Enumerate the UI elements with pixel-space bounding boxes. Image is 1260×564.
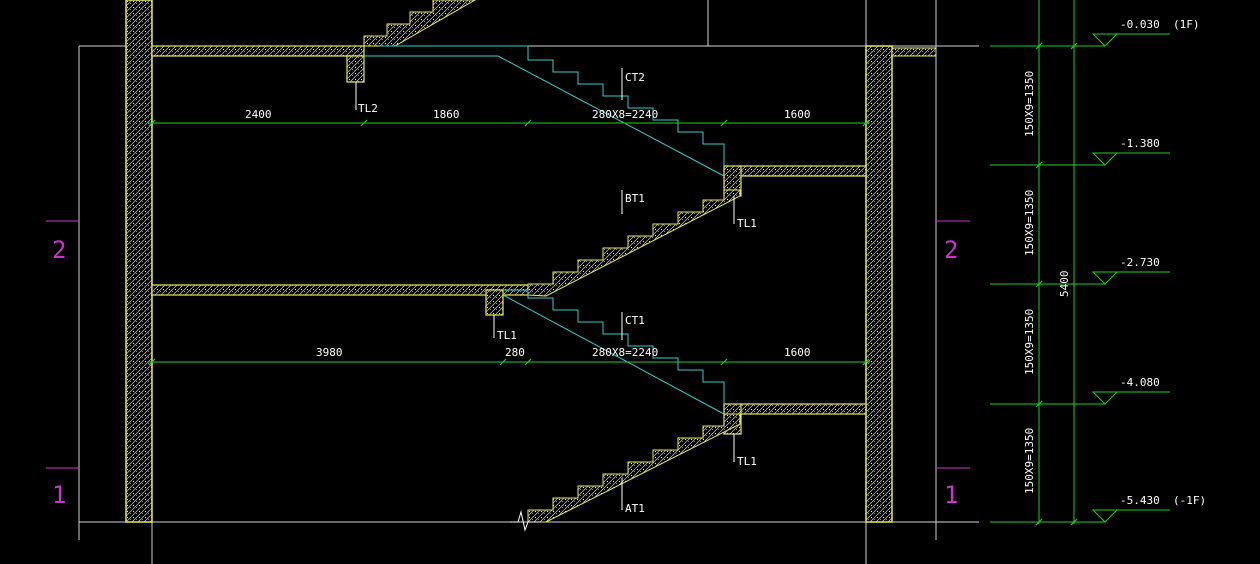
left-wall <box>125 0 153 523</box>
elevation-5-value: -5.430 <box>1120 494 1160 507</box>
reference-lines <box>78 0 979 564</box>
right-dim-2: 150X9=1350 <box>1023 190 1036 256</box>
projected-stairs <box>364 45 725 415</box>
dim-upper-2: 1860 <box>433 108 460 121</box>
middle-landing-slab <box>151 284 529 296</box>
dim-lower-3: 280X8=2240 <box>592 346 658 359</box>
elevation-markers <box>1091 33 1170 523</box>
elevation-1-value: -0.030 <box>1120 18 1160 31</box>
dimension-lines <box>148 0 1105 526</box>
label-tl2: TL2 <box>358 102 378 115</box>
label-bt1: BT1 <box>625 192 645 205</box>
dim-upper-4: 1600 <box>784 108 811 121</box>
stair-flight-bt1 <box>527 189 741 297</box>
label-ct1: CT1 <box>625 314 645 327</box>
label-at1: AT1 <box>625 502 645 515</box>
axis-left-1: 1 <box>52 481 66 509</box>
break-line <box>510 510 540 532</box>
label-tl1-c: TL1 <box>737 455 757 468</box>
label-tl1-a: TL1 <box>737 217 757 230</box>
dim-lower-4: 1600 <box>784 346 811 359</box>
dim-upper-1: 2400 <box>245 108 272 121</box>
dim-upper-3: 280X8=2240 <box>592 108 658 121</box>
right-wall <box>865 45 893 523</box>
beam-tl1-b <box>485 289 504 316</box>
elevation-1-note: (1F) <box>1173 18 1200 31</box>
right-dim-1: 150X9=1350 <box>1023 71 1036 137</box>
cut-stairs <box>363 0 741 523</box>
label-ct2: CT2 <box>625 71 645 84</box>
stair-flight-at1 <box>527 413 741 523</box>
leader-lines <box>355 68 735 510</box>
walls <box>125 0 937 523</box>
slabs <box>151 45 867 435</box>
right-dim-4: 150X9=1350 <box>1023 428 1036 494</box>
total-height-dim: 5400 <box>1058 271 1071 298</box>
right-landing-upper <box>739 165 867 177</box>
beam-tl2 <box>346 55 365 83</box>
axis-lines <box>46 220 970 469</box>
axis-left-2: 2 <box>52 236 66 264</box>
upper-landing-slab <box>151 45 365 57</box>
top-right-slab <box>891 47 937 57</box>
elevation-3-value: -2.730 <box>1120 256 1160 269</box>
right-landing-lower <box>739 403 867 415</box>
axis-right-1: 1 <box>944 481 958 509</box>
elevation-2-value: -1.380 <box>1120 137 1160 150</box>
stair-flight-top <box>363 0 477 47</box>
dim-lower-1: 3980 <box>316 346 343 359</box>
right-dim-3: 150X9=1350 <box>1023 309 1036 375</box>
elevation-5-note: (-1F) <box>1173 494 1206 507</box>
label-tl1-b: TL1 <box>497 329 517 342</box>
dim-lower-2: 280 <box>505 346 525 359</box>
elevation-4-value: -4.080 <box>1120 376 1160 389</box>
axis-right-2: 2 <box>944 236 958 264</box>
